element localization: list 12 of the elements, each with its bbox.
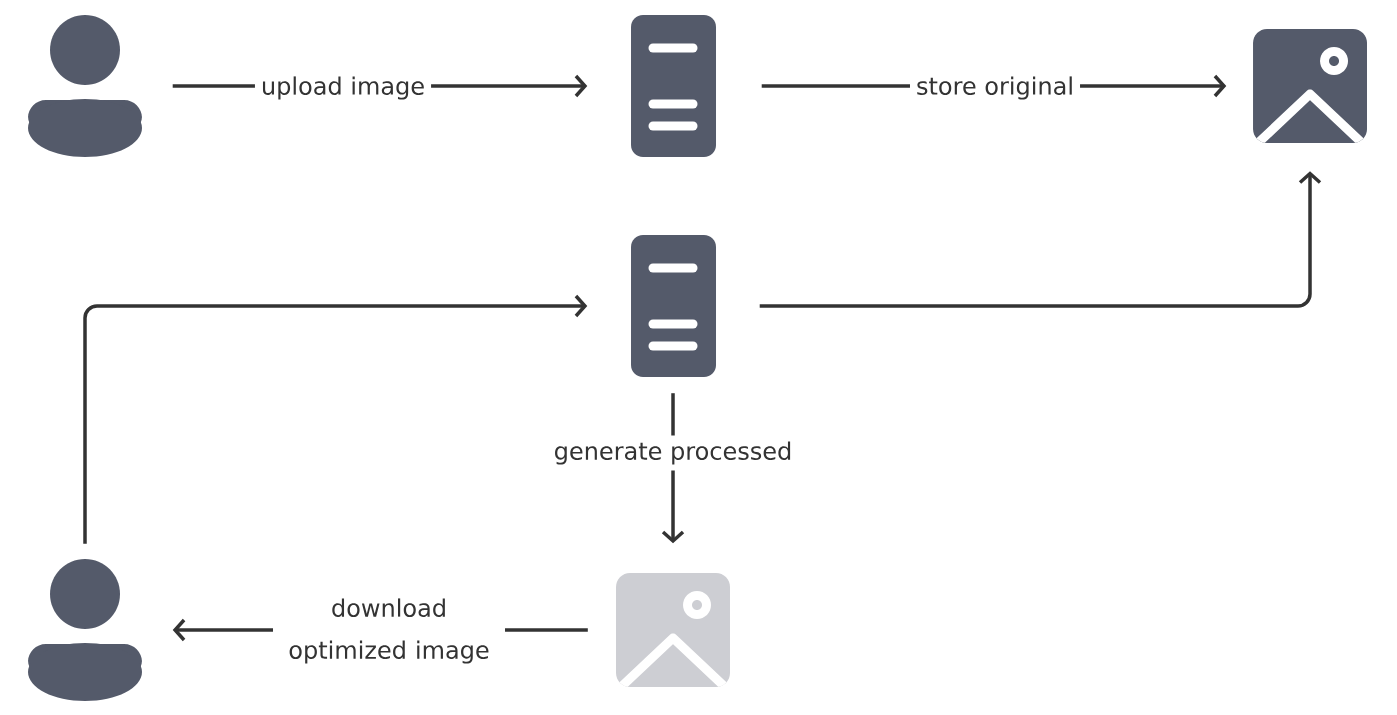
server-icon bbox=[631, 235, 716, 377]
server-icon bbox=[631, 15, 716, 157]
person-icon bbox=[28, 559, 142, 701]
edge-label: download optimized image bbox=[273, 592, 505, 670]
image-icon bbox=[1253, 29, 1367, 143]
edge-label: generate processed bbox=[547, 435, 799, 471]
person-icon bbox=[28, 15, 142, 157]
edge-label: upload image bbox=[254, 70, 432, 106]
image-icon bbox=[616, 573, 730, 687]
edge-label: store original bbox=[910, 70, 1081, 106]
arrow bbox=[83, 294, 588, 544]
arrow bbox=[759, 171, 1322, 308]
